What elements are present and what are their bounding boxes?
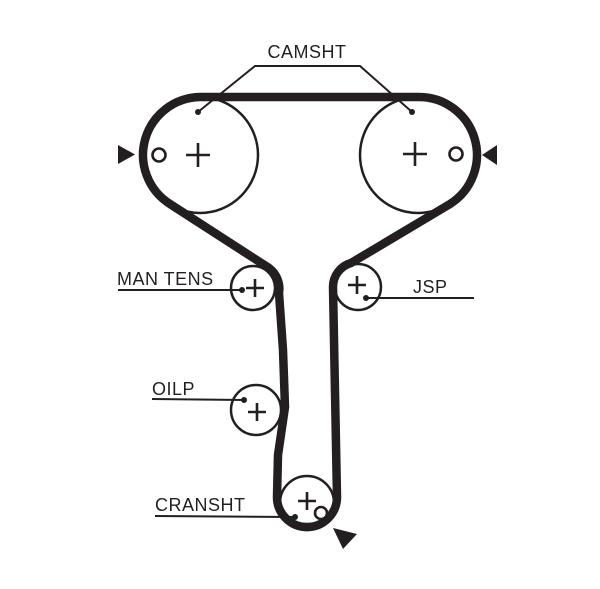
cransht-leader-dot (292, 514, 298, 520)
crankshaft-center-mark (298, 492, 316, 510)
jsp-label: JSP (413, 277, 448, 297)
crankshaft-timing-mark (313, 505, 329, 521)
oilp-leader-dot (241, 397, 247, 403)
jsp-leader-dot (363, 295, 369, 301)
oil-pump-center-mark (248, 403, 266, 421)
timing-belt (138, 92, 482, 532)
camshaft-left-timing-mark (151, 147, 167, 163)
cransht-label: CRANSHT (155, 495, 246, 515)
oilp-leader-line (151, 398, 245, 401)
tensioner-center-mark (246, 279, 264, 297)
camsht-label: CAMSHT (268, 42, 347, 62)
right-timing-arrow-icon (482, 145, 497, 165)
rotation-direction-arrow-icon (333, 528, 357, 549)
camsht-leader-dot-right (409, 109, 415, 115)
camshaft-left-center-mark (186, 143, 210, 167)
man-tens-label: MAN TENS (117, 269, 214, 289)
left-timing-arrow-icon (118, 145, 135, 164)
camsht-leader-dot-left (195, 109, 201, 115)
camsht-leader-line (197, 65, 413, 113)
camshaft-right-timing-mark (448, 146, 464, 162)
oilp-label: OILP (152, 379, 195, 399)
camshaft-right-center-mark (403, 142, 427, 166)
cransht-leader-line (154, 515, 296, 518)
jsp-center-mark (348, 276, 366, 294)
man-tens-leader-dot (239, 287, 245, 293)
